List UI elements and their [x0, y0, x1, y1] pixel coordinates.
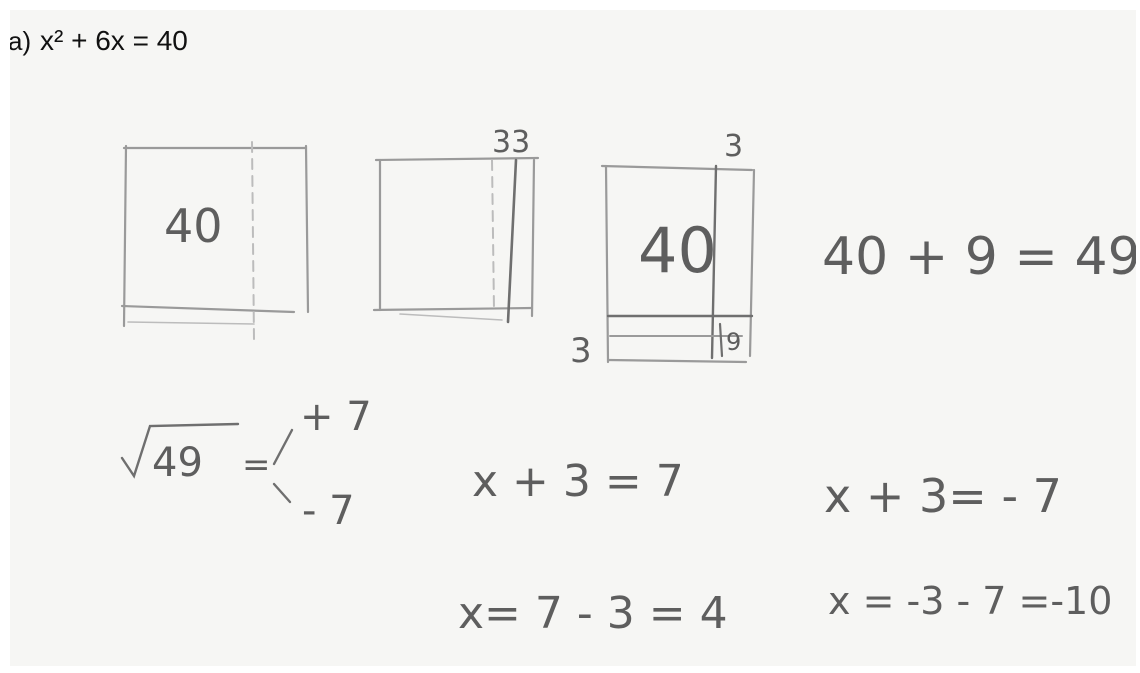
root-negative: - 7 — [302, 488, 355, 534]
square-3-left-label: 3 — [570, 331, 592, 371]
square-diagram-2 — [372, 156, 540, 324]
positive-case-solution: x= 7 - 3 = 4 — [458, 588, 728, 639]
square-3-corner-area: 9 — [726, 328, 741, 356]
square-3-top-label: 3 — [724, 129, 743, 164]
root-positive: + 7 — [300, 394, 372, 440]
root-radicand: 49 — [152, 440, 203, 486]
square-root-branch — [120, 422, 294, 504]
worksheet-scan: a) x² + 6x = 40 40 33 — [10, 10, 1136, 666]
square-1-area: 40 — [164, 199, 223, 253]
square-3-area: 40 — [638, 214, 717, 287]
problem-label: a) — [10, 26, 31, 56]
positive-case-equation: x + 3 = 7 — [472, 456, 684, 507]
square-2-side-labels: 33 — [492, 125, 530, 160]
problem-equation: x² + 6x = 40 — [40, 25, 188, 56]
handwritten-work: a) x² + 6x = 40 40 33 — [10, 25, 1136, 639]
sum-equation: 40 + 9 = 49 — [822, 227, 1136, 287]
negative-case-solution: x = -3 - 7 =-10 — [828, 579, 1112, 623]
root-equals-sign: = — [242, 445, 271, 485]
square-diagram-1 — [120, 141, 310, 341]
square-diagram-3 — [600, 164, 756, 364]
negative-case-equation: x + 3= - 7 — [824, 469, 1062, 523]
